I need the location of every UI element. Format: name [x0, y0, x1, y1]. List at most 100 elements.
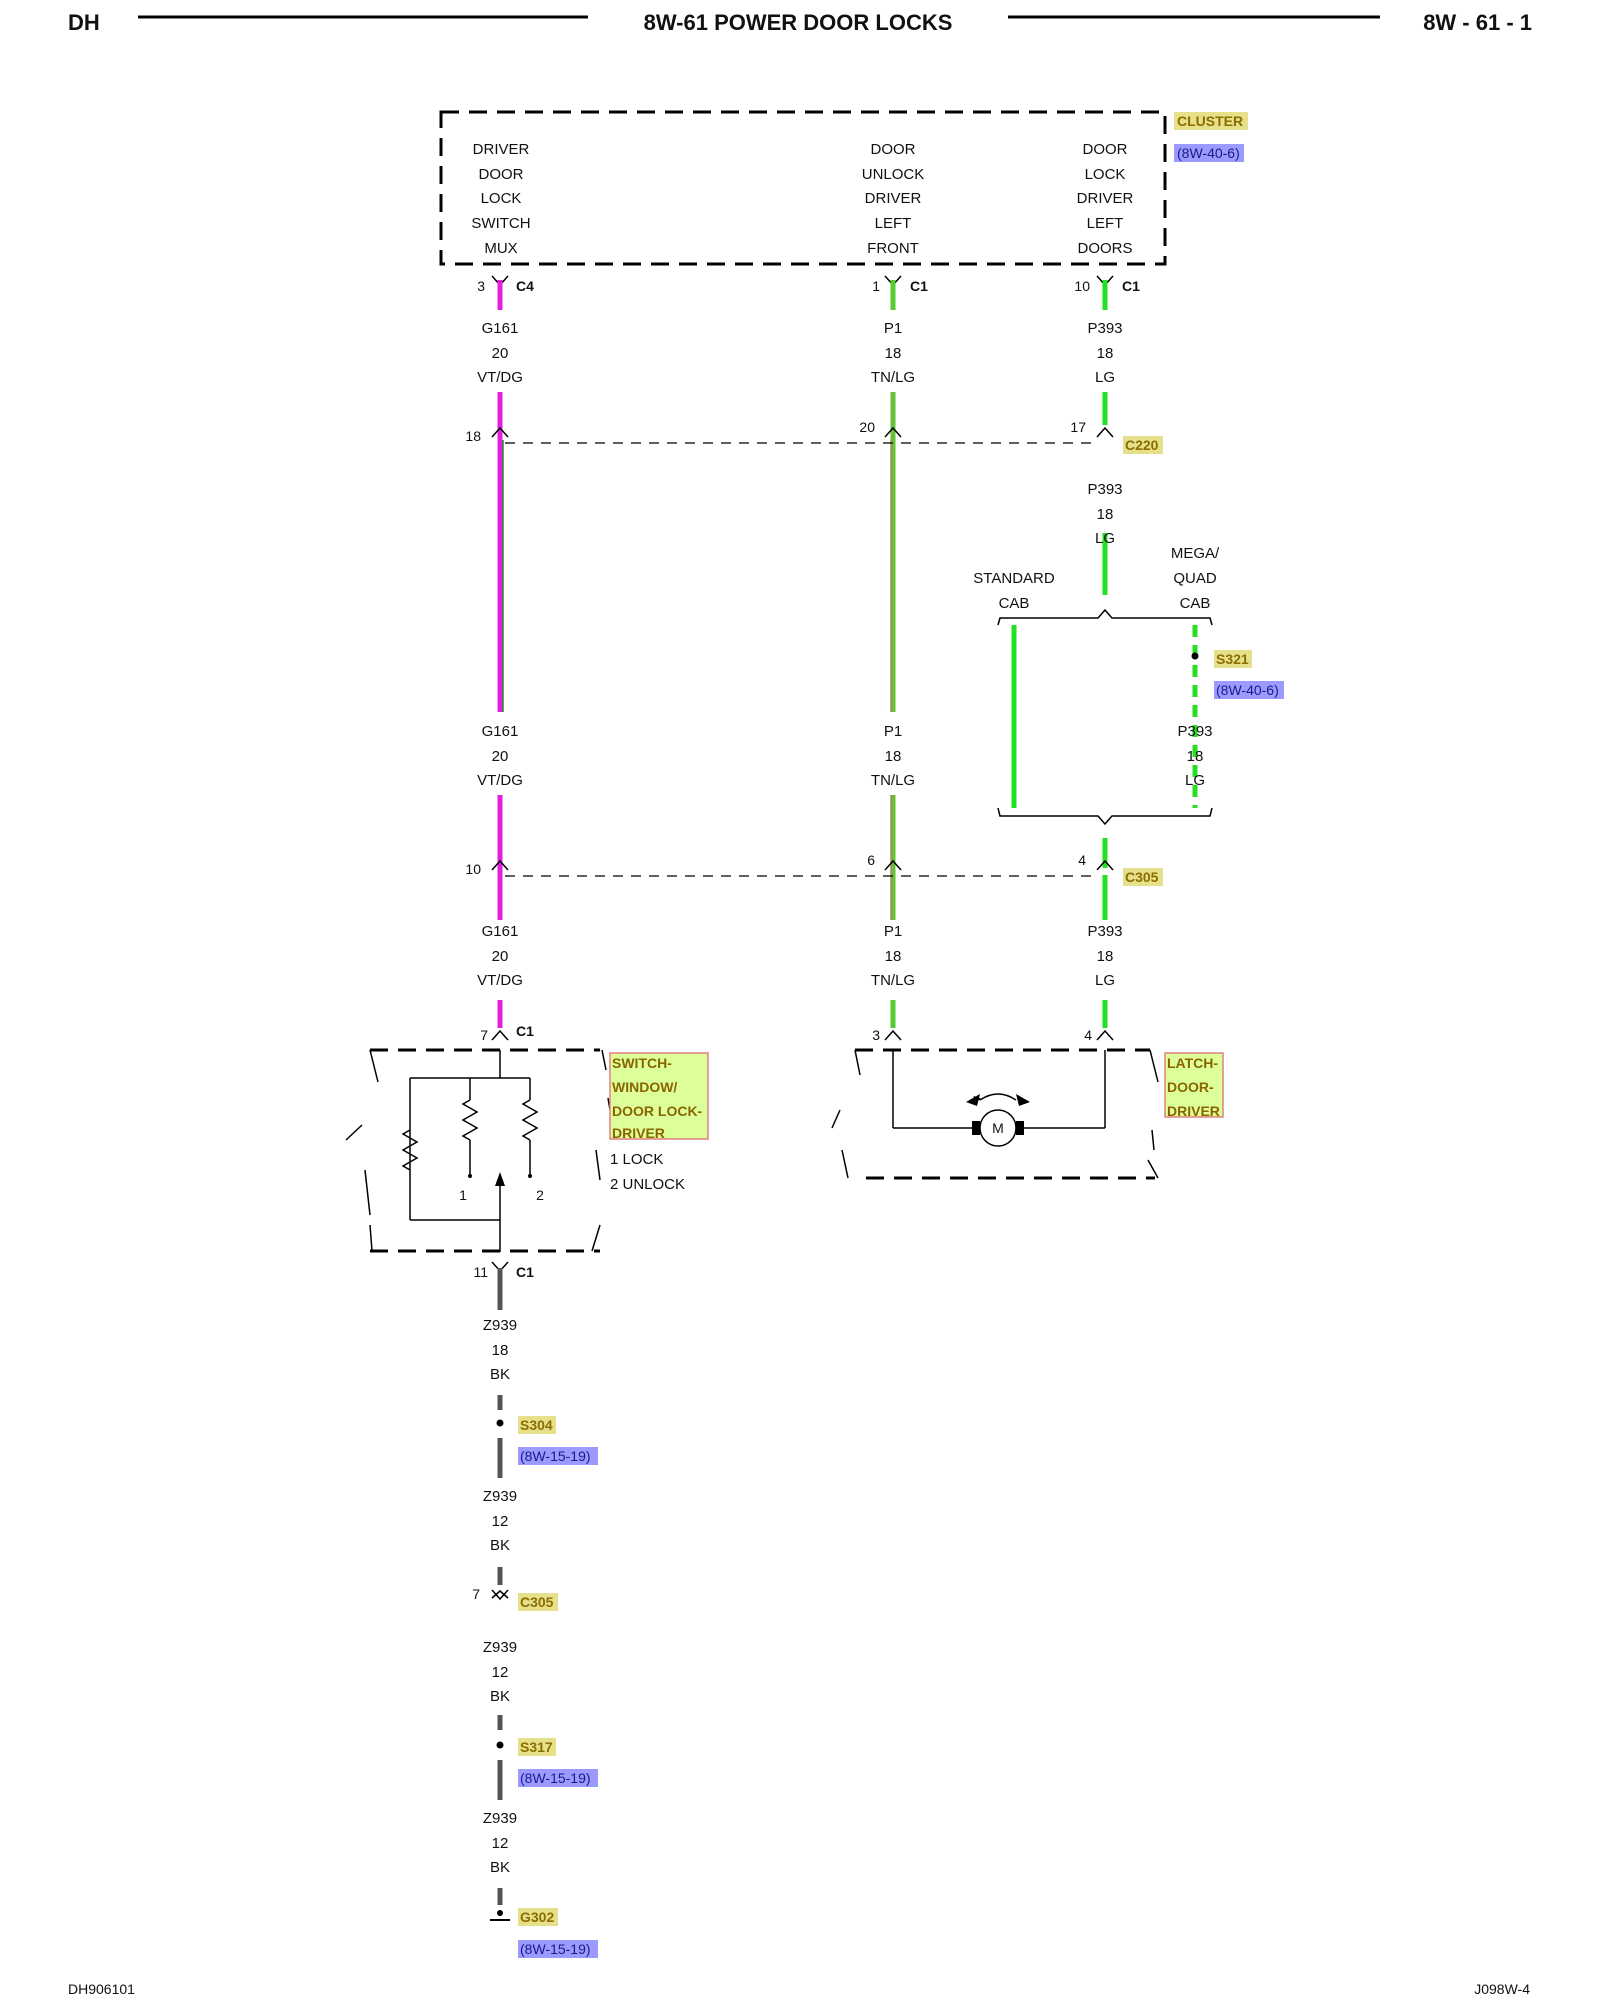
pin-number: 10 [465, 861, 481, 877]
wire-color: LG [1095, 972, 1115, 989]
wire-color: VT/DG [477, 369, 523, 386]
pin-number: 7 [480, 1027, 488, 1043]
wire-gauge: 18 [885, 345, 902, 362]
pin-number: 10 [1074, 278, 1090, 294]
wire-color: BK [490, 1688, 510, 1705]
g302-ref-link[interactable]: (8W-15-19) [520, 1941, 591, 1957]
splice-dot-icon [496, 1741, 504, 1749]
switch-legend-line: 1 LOCK [610, 1151, 663, 1168]
wire-gauge: 18 [1097, 948, 1114, 965]
pin-number: 17 [1070, 419, 1086, 435]
wire-circuit: Z939 [483, 1639, 517, 1656]
cluster-connector-b[interactable]: 1 C1 [872, 275, 928, 294]
s321-ref-bg [1214, 681, 1284, 699]
cluster-tag-bg [1174, 112, 1248, 130]
cluster-label[interactable]: CLUSTER [1177, 113, 1243, 129]
pin-number: 1 [872, 278, 880, 294]
wire-p1[interactable] [890, 280, 896, 1028]
switch-position-2: 2 [536, 1187, 544, 1203]
splice-s317[interactable]: S317 (8W-15-19) [496, 1738, 599, 1787]
wire-color: BK [490, 1366, 510, 1383]
cluster-connector-c[interactable]: 10 C1 [1074, 275, 1140, 294]
connector-c220[interactable]: 18 20 17 C220 [465, 419, 1163, 454]
wire-circuit: P393 [1087, 481, 1122, 498]
cluster-col3-line: LEFT [1087, 215, 1124, 232]
wire-circuit: G161 [482, 320, 519, 337]
branch-split: STANDARD CAB MEGA/ QUAD CAB [973, 545, 1220, 626]
wire-color: VT/DG [477, 772, 523, 789]
wire-g161[interactable] [497, 280, 504, 1028]
latch-door-driver[interactable]: 3 4 M LATCH- DOOR- DRIVER [831, 1027, 1224, 1180]
wire-color: LG [1095, 369, 1115, 386]
wire-label-b-2: P1 18 TN/LG [871, 723, 915, 789]
cluster-ref-link[interactable]: (8W-40-6) [1177, 145, 1240, 161]
header-left: DH [68, 10, 100, 35]
g302-ref-bg [518, 1940, 598, 1958]
connector-fork-icon [884, 426, 902, 438]
cluster-ref-bg [1174, 144, 1244, 162]
pin-number: 3 [477, 278, 485, 294]
connector-c305[interactable]: 10 6 4 C305 [465, 852, 1163, 886]
cluster-col2-line: DRIVER [865, 190, 922, 207]
ground-g302[interactable]: G302 (8W-15-19) [490, 1908, 598, 1958]
s321-ref-link[interactable]: (8W-40-6) [1216, 682, 1279, 698]
connector-fork-icon [491, 859, 509, 871]
c305-ground-label: C305 [520, 1594, 554, 1610]
wire-label-c-2: P393 18 LG [1087, 481, 1122, 547]
wire-p393[interactable] [1011, 280, 1198, 1028]
connector-c305-ground[interactable]: 7 C305 [472, 1586, 558, 1611]
cluster-connector-a[interactable]: 3 C4 [477, 275, 534, 294]
cluster-col-door-unlock-driver: DOOR UNLOCK DRIVER LEFT FRONT [862, 141, 925, 257]
s304-ref-link[interactable]: (8W-15-19) [520, 1448, 591, 1464]
cluster-col3-line: LOCK [1085, 166, 1126, 183]
wire-circuit: G161 [482, 723, 519, 740]
s317-tag-bg [518, 1738, 556, 1756]
c305-ground-tag-bg [518, 1593, 558, 1611]
wire-gauge: 18 [885, 948, 902, 965]
motor-label: M [992, 1120, 1004, 1136]
wire-color: TN/LG [871, 369, 915, 386]
s304-tag-bg [518, 1416, 556, 1434]
g302-tag-bg [518, 1908, 558, 1926]
wire-gauge: 18 [1097, 345, 1114, 362]
s317-label: S317 [520, 1739, 553, 1755]
ground-wire-label-4: Z939 12 BK [483, 1810, 517, 1876]
splice-s304[interactable]: S304 (8W-15-19) [496, 1416, 599, 1465]
c305-label: C305 [1125, 869, 1159, 885]
wire-gauge: 18 [1187, 748, 1204, 765]
latch-name-line: DRIVER [1167, 1103, 1220, 1119]
ground-dot-icon [497, 1910, 503, 1916]
switch-name-line: DRIVER [612, 1125, 665, 1141]
switch-arrow-icon [495, 1172, 505, 1186]
latch-label-box [1164, 1052, 1224, 1118]
s317-ref-bg [518, 1769, 598, 1787]
cluster-col2-line: LEFT [875, 215, 912, 232]
s317-ref-link[interactable]: (8W-15-19) [520, 1770, 591, 1786]
branch-label-line: CAB [999, 595, 1030, 612]
wire-gauge: 12 [492, 1664, 509, 1681]
wire-gauge: 18 [1097, 506, 1114, 523]
footer-left: DH906101 [68, 1981, 135, 1997]
branch-merge [997, 807, 1213, 826]
cluster-box [439, 110, 1167, 266]
connector-chevron-icon [491, 1590, 509, 1599]
wire-circuit: P1 [884, 923, 902, 940]
connector-fork-icon [491, 1029, 509, 1041]
wire-label-c-3: P393 18 LG [1177, 723, 1212, 789]
footer-right: J098W-4 [1474, 1981, 1530, 1997]
cluster-col3-line: DOOR [1083, 141, 1128, 158]
splice-s321[interactable]: S321 (8W-40-6) [1191, 650, 1285, 699]
wire-circuit: P393 [1087, 923, 1122, 940]
connector-fork-icon [1096, 1029, 1114, 1041]
switch-name-line: WINDOW/ [612, 1079, 677, 1095]
switch-window-door-lock-driver[interactable]: 7 C1 1 2 SWITCH- WINDOW/ DOOR LOCK- DRIV… [345, 1023, 709, 1280]
cluster-col3-line: DRIVER [1077, 190, 1134, 207]
pin-number: 6 [867, 852, 875, 868]
branch-label-line: STANDARD [973, 570, 1055, 587]
switch-legend-line: 2 UNLOCK [610, 1176, 685, 1193]
cluster-col-driver-door-lock-switch: DRIVER DOOR LOCK SWITCH MUX [471, 141, 530, 257]
wire-gauge: 12 [492, 1513, 509, 1530]
wire-gauge: 18 [885, 748, 902, 765]
switch-label-box [609, 1052, 709, 1140]
wire-label-a-3: G161 20 VT/DG [477, 923, 523, 989]
